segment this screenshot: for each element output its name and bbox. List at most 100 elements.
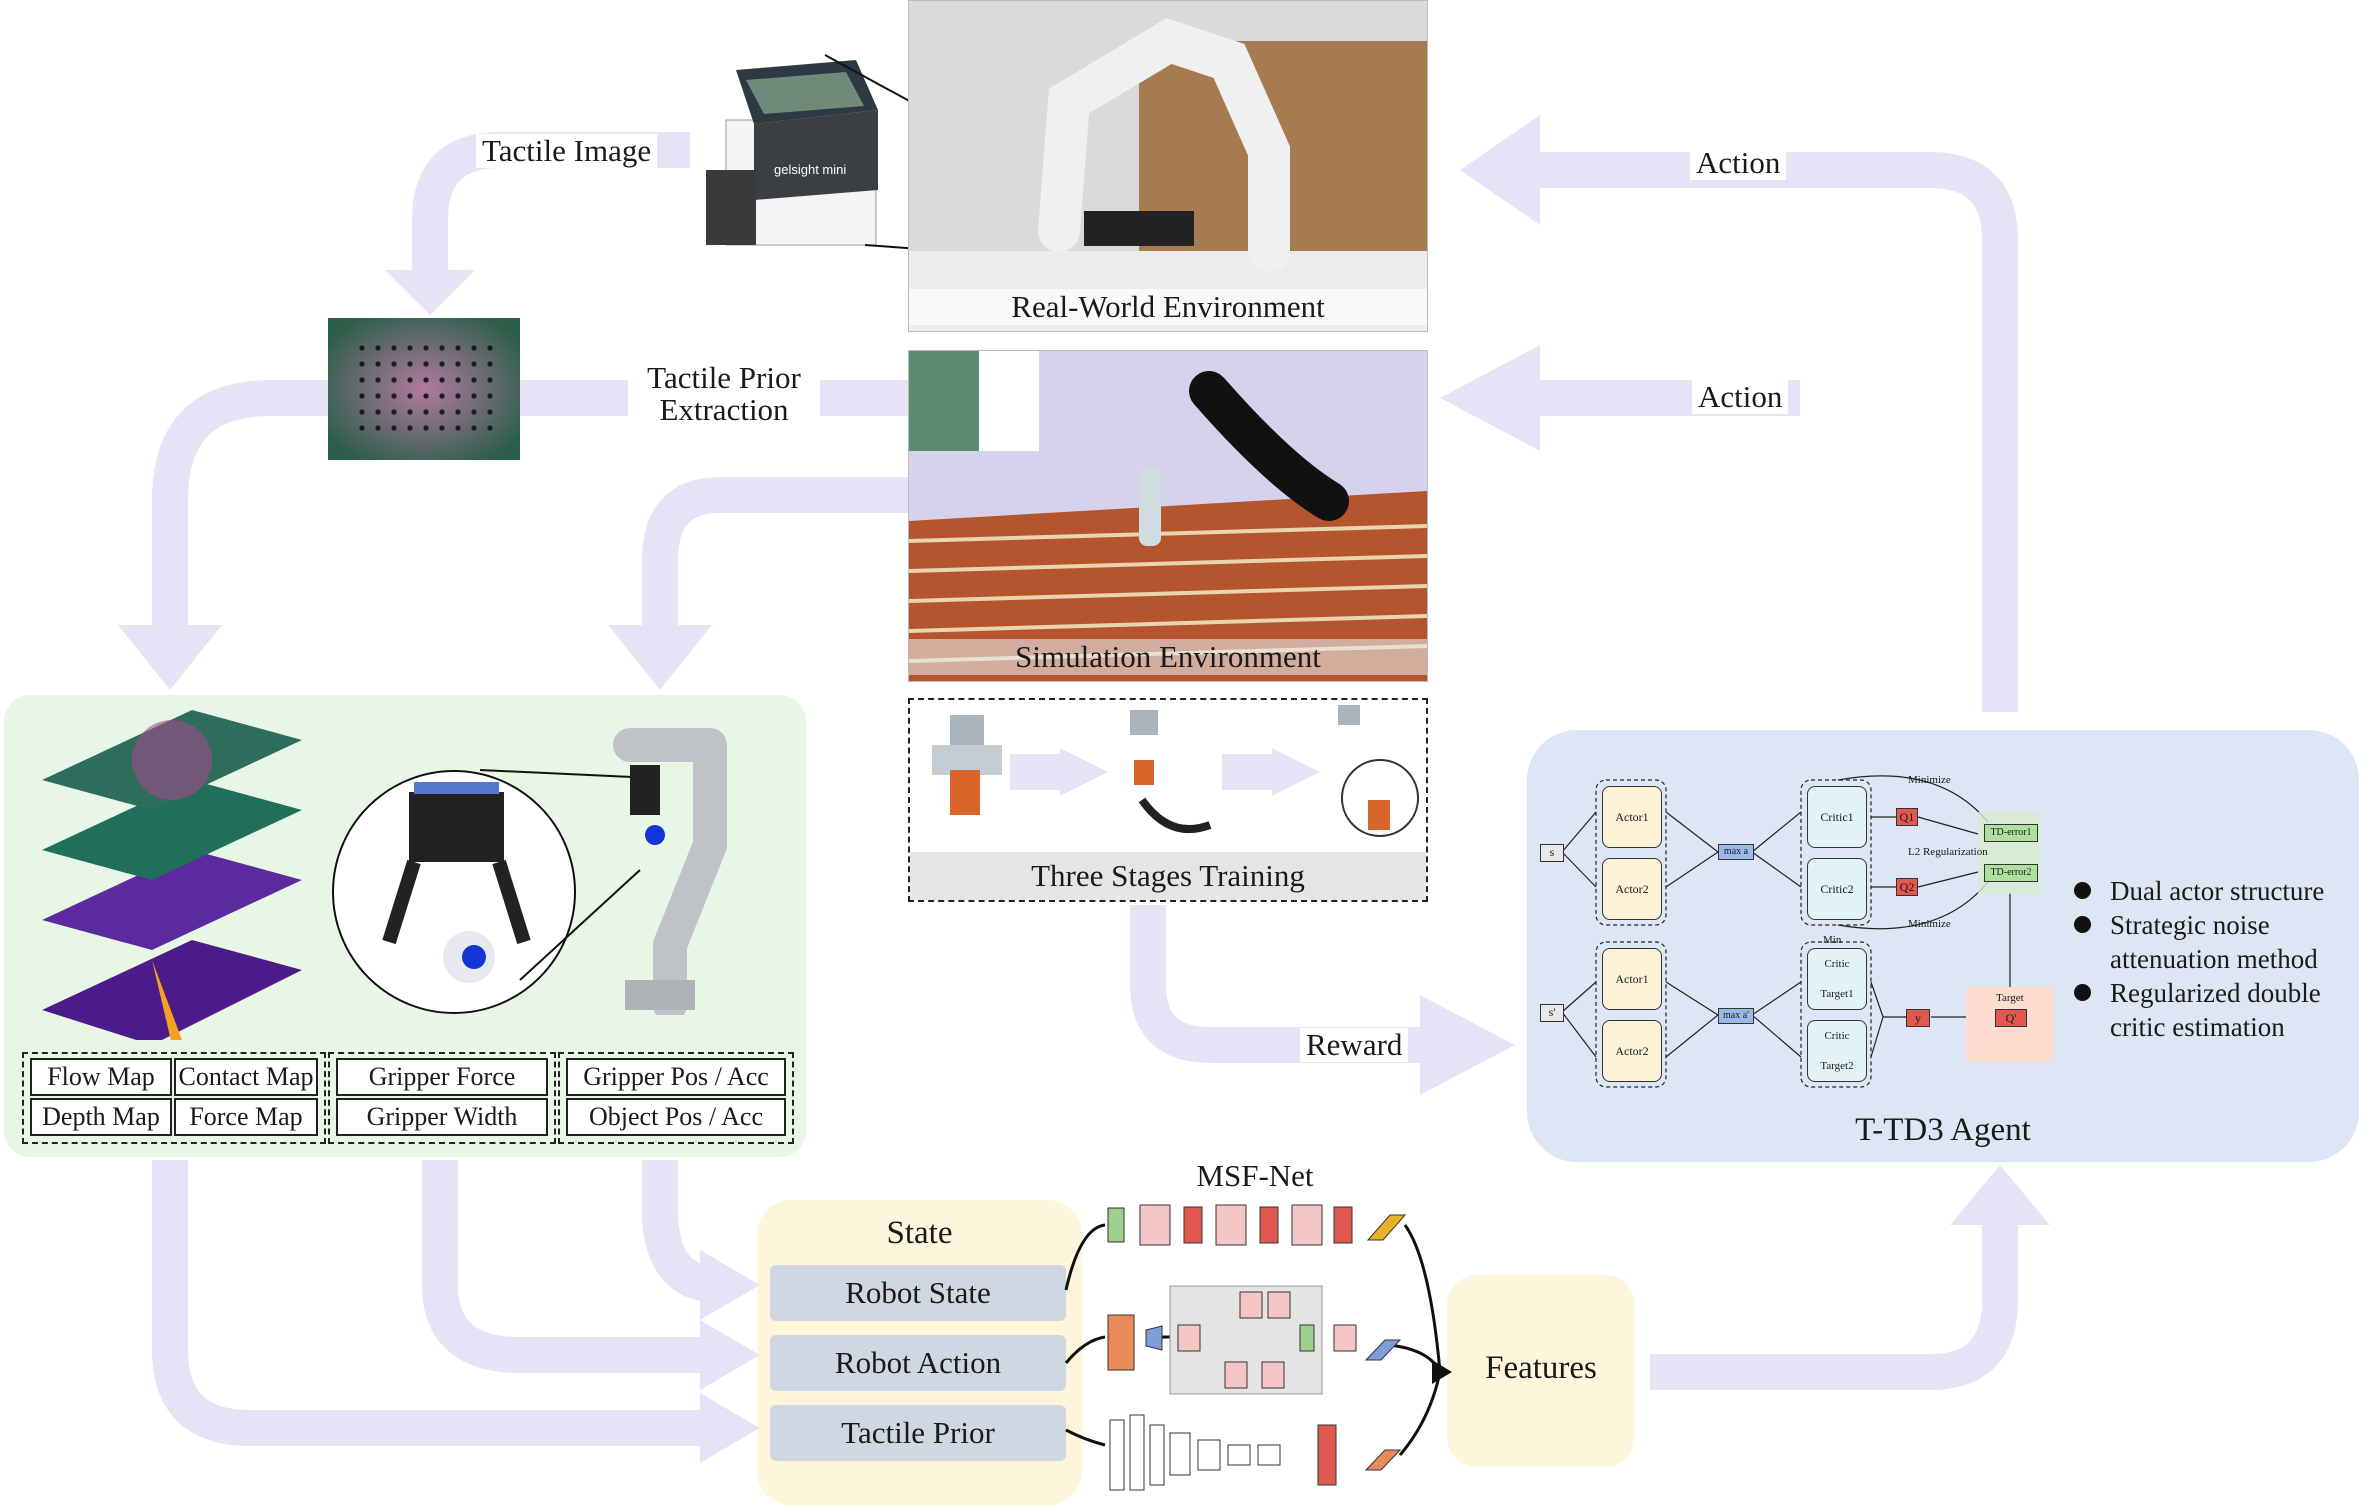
features-panel [1447,1275,1635,1467]
tactile-marker-dot [391,345,397,351]
td3-q1: Q1 [1896,808,1918,826]
contact-map-cell: Contact Map [174,1058,318,1096]
tactile-marker-dot [471,377,477,383]
td3-actor1: Actor1 [1602,786,1662,848]
tactile-marker-dot [359,345,365,351]
tactile-marker-dot [359,425,365,431]
arrowhead-reward [1420,995,1515,1095]
td3-y: y [1906,1009,1930,1027]
state-title: State [886,1215,953,1251]
tactile-marker-dot [407,409,413,415]
tactile-marker-dot [455,377,461,383]
tactile-marker-dot [487,425,493,431]
arrowhead-maps-state [700,1393,760,1463]
arrowhead-features-agent [1950,1165,2050,1225]
label-action-mid: Action [1692,380,1789,414]
tactile-marker-dot [423,409,429,415]
tactile-marker-dot [359,377,365,383]
robot-arm-illustration [590,705,740,1022]
td3-s-prime: s' [1540,1004,1564,1022]
arrow-reward [1130,905,1420,1063]
label-reward: Reward [1300,1028,1409,1062]
agent-feature-2: Strategic noise attenuation method [2072,908,2324,976]
arrow-gripper-state [422,1160,700,1373]
tactile-marker-dot [407,361,413,367]
tactile-marker-dot [407,393,413,399]
tactile-marker-dot [487,393,493,399]
gripper-zoom-circle [332,770,576,1014]
tactile-marker-dot [391,425,397,431]
arrowhead-action-top [1460,115,1540,225]
tactile-marker-dot [423,393,429,399]
tactile-marker-dot [439,377,445,383]
arrow-prior-left [152,380,908,625]
tactile-marker-dot [471,361,477,367]
td3-l2-regularization: L2 Regularization [1908,846,1988,858]
agent-title: T-TD3 Agent [1855,1112,2031,1148]
arrowhead-action-mid [1440,345,1540,451]
td3-actor2: Actor2 [1602,858,1662,920]
td3-q-prime: Q' [1995,1009,2027,1027]
tactile-marker-dot [375,425,381,431]
tactile-maps-group [22,1052,326,1144]
state-robot-state: Robot State [770,1265,1066,1321]
tactile-marker-dot [455,425,461,431]
tactile-marker-dot [407,425,413,431]
position-group [558,1052,794,1144]
stage-3-icon [1338,705,1419,837]
simulation-caption: Simulation Environment [909,639,1427,675]
td3-critic-target2: Critic Target2 [1807,1020,1867,1082]
tactile-marker-dot [439,345,445,351]
tactile-marker-dot [439,409,445,415]
label-action-top: Action [1690,146,1787,180]
gelsight-sensor-image: gelsight mini [706,50,886,250]
depth-map-cell: Depth Map [30,1098,172,1136]
three-stages-group: Three Stages Training [908,698,1428,902]
arrowhead-tactile-image [385,270,475,315]
flow-map-cell: Flow Map [30,1058,172,1096]
tactile-marker-dot [407,377,413,383]
arrowhead-pos-state [700,1250,760,1320]
td3-critic1: Critic1 [1807,786,1867,848]
stage-2-icon [1130,710,1212,834]
arrowhead-prior-left [118,625,222,690]
gripper-pos-cell: Gripper Pos / Acc [566,1058,786,1096]
gripper-width-cell: Gripper Width [336,1098,548,1136]
td3-target-actor2: Actor2 [1602,1020,1662,1082]
agent-feature-list: Dual actor structure Strategic noise att… [2072,874,2324,1044]
arrow-maps-state [152,1160,700,1446]
td3-target: Target [1996,992,2024,1004]
tactile-marker-dot [391,409,397,415]
three-stages-caption: Three Stages Training [1031,858,1305,893]
state-tactile-prior: Tactile Prior [770,1405,1066,1461]
tactile-marker-dot [375,377,381,383]
real-world-photo: Real-World Environment [908,0,1428,332]
td3-td-error2: TD-error2 [1984,864,2038,882]
stage-1-icon [932,715,1002,815]
td3-max-a-prime: max a' [1718,1008,1754,1024]
arrow-action-top [1540,152,2018,712]
tactile-marker-dot [391,393,397,399]
arrow-features-agent [1650,1225,2018,1390]
tactile-marker-dot [455,361,461,367]
tactile-marker-dot [375,361,381,367]
arrowhead-prior-right [608,625,712,690]
gelsight-brand: gelsight mini [774,162,847,177]
tactile-marker-dot [423,345,429,351]
tactile-marker-dot [375,409,381,415]
td3-critic2: Critic2 [1807,858,1867,920]
tactile-marker-dot [423,377,429,383]
tactile-marker-dot [487,409,493,415]
real-world-caption: Real-World Environment [909,289,1427,325]
tactile-marker-dot [391,361,397,367]
td3-min: Min [1823,934,1842,946]
td3-max-a: max a [1718,844,1754,860]
object-pos-cell: Object Pos / Acc [566,1098,786,1136]
td3-critic-target1: Critic Target1 [1807,948,1867,1010]
tactile-marker-dot [487,345,493,351]
msf-net-title: MSF-Net [1196,1158,1314,1193]
simulation-photo: Simulation Environment [908,350,1428,682]
tactile-marker-dot [487,361,493,367]
